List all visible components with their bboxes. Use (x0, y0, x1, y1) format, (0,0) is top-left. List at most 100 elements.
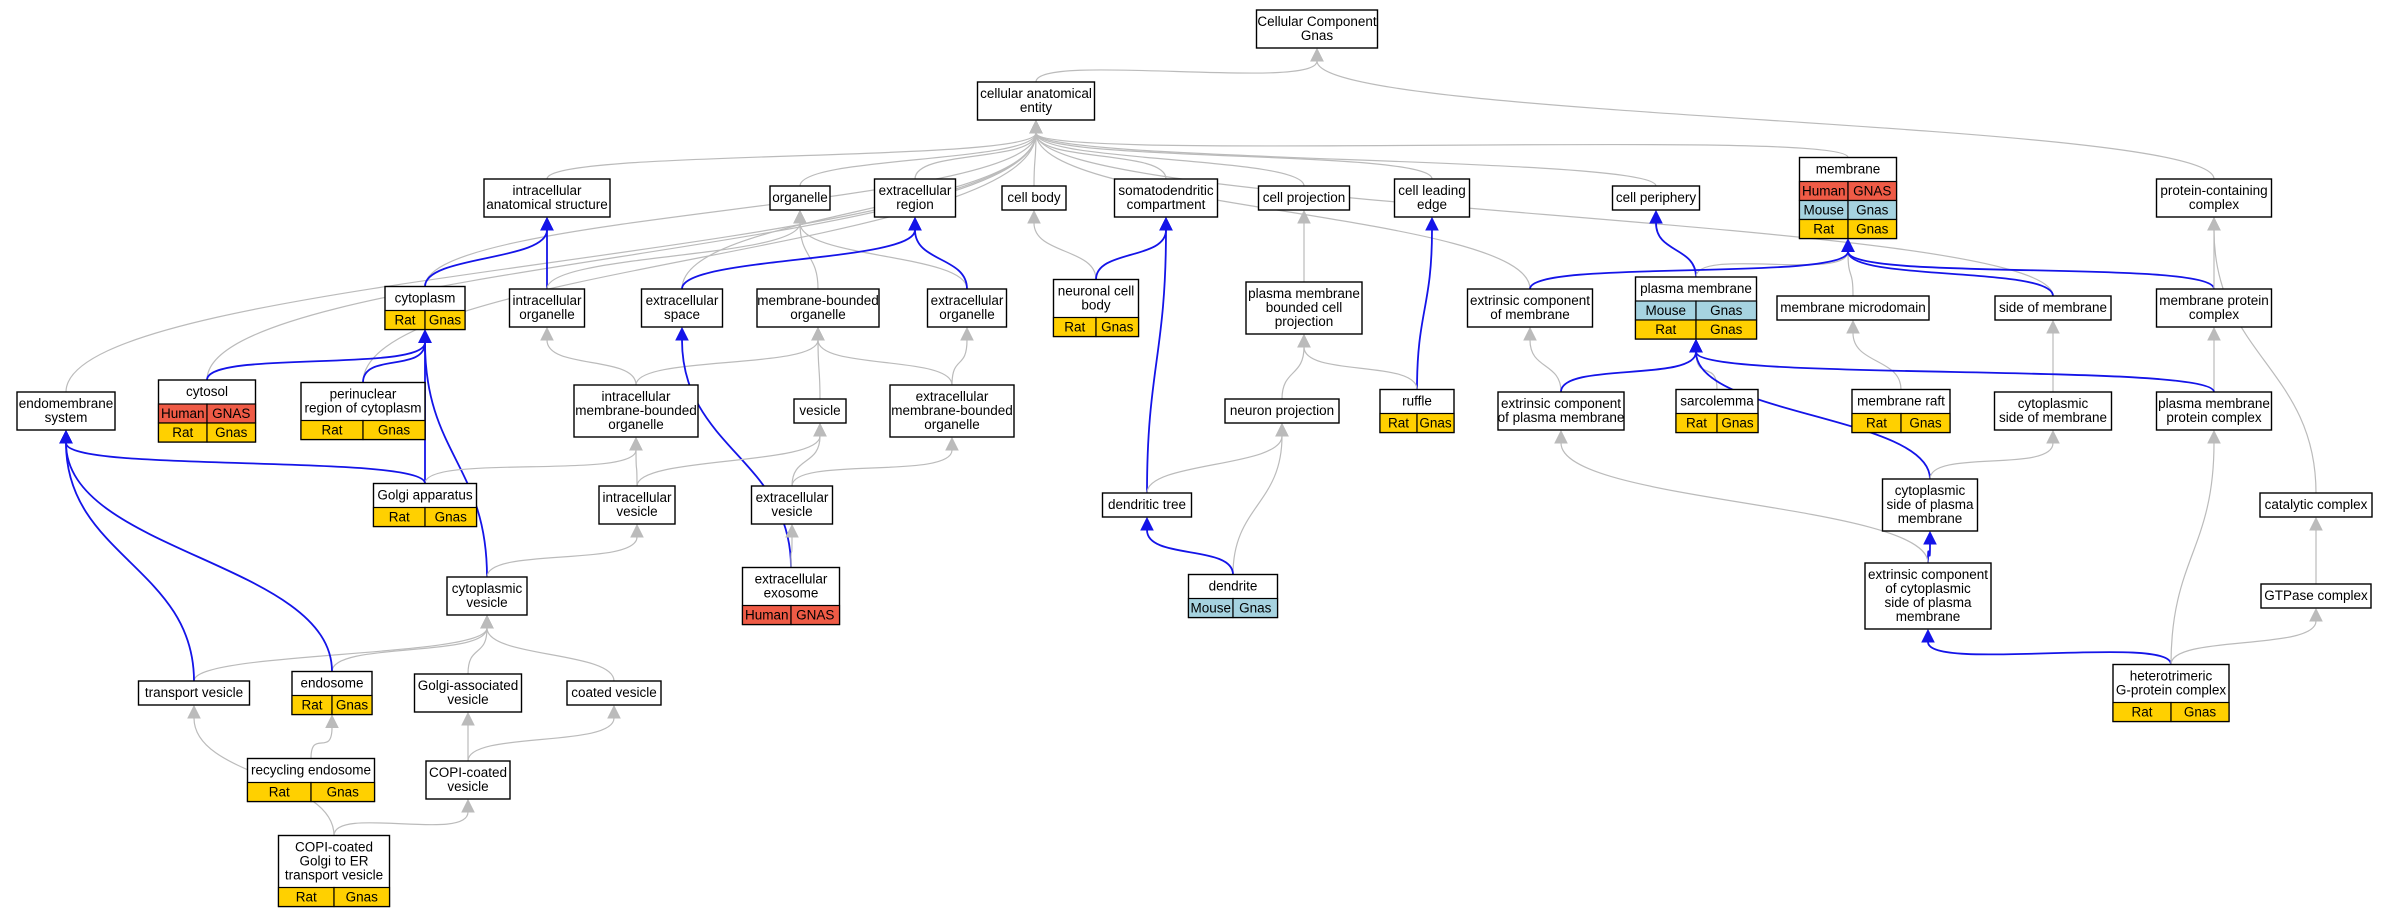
edge-cytosidepm-to-plasmamem (1695, 351, 1931, 480)
edge-exorg-to-organelle (799, 222, 968, 290)
node-catalytic[interactable]: catalytic complex (2259, 492, 2373, 518)
node-label: compartment (1127, 197, 1206, 212)
node-label: extrinsic component (1868, 567, 1988, 582)
node-box (1255, 9, 1379, 49)
edge-arrowhead (2207, 216, 2221, 231)
node-box (1466, 288, 1594, 328)
node-box (1497, 391, 1625, 431)
node-organelle[interactable]: organelle (769, 185, 831, 211)
edge-copicoated-to-coatedves (467, 717, 615, 762)
edge-cellbody-to-cae (1033, 132, 1037, 187)
gene-label: Gnas (215, 425, 248, 440)
node-box (1257, 185, 1351, 211)
gene-cell (424, 506, 478, 528)
edge-neuronbody-to-somato (1095, 229, 1167, 280)
edge-plasmamem-to-periphery (1655, 222, 1697, 278)
edge-catalytic-to-protcomplex (2213, 229, 2317, 494)
node-gtpase[interactable]: GTPase complex (2260, 583, 2372, 609)
edge-dendrite-to-neuronproj (1232, 435, 1283, 575)
node-cellproj[interactable]: cell projection (1257, 185, 1351, 211)
node-dendtree[interactable]: dendritic tree (1101, 492, 1193, 518)
node-neuronproj[interactable]: neuron projection (1224, 398, 1340, 424)
node-label: anatomical structure (486, 197, 608, 212)
node-label: region (896, 197, 934, 212)
species-label: Rat (394, 313, 415, 328)
edge-dendtree-to-somato (1146, 229, 1167, 494)
edge-memprotcomplex-to-membrane (1847, 251, 2215, 290)
node-coatedves[interactable]: coated vesicle (566, 680, 662, 706)
edge-ias-to-cae (546, 132, 1037, 180)
node-label: organelle (790, 307, 846, 322)
node-cellbody[interactable]: cell body (1001, 185, 1067, 211)
node-label: extracellular (879, 183, 952, 198)
edge-exvesicle-to-exmbo (791, 449, 953, 487)
node-box (1611, 185, 1701, 211)
node-vesicle[interactable]: vesicle (793, 398, 847, 424)
node-label: cell projection (1263, 190, 1346, 205)
edge-mbo-to-organelle (799, 222, 819, 290)
edge-transportves-to-endomem (65, 442, 195, 682)
node-transportves[interactable]: transport vesicle (137, 680, 251, 706)
node-box (598, 485, 676, 525)
edge-arrowhead (1921, 628, 1935, 643)
edge-dendrite-to-dendtree (1146, 529, 1234, 575)
node-periphery[interactable]: cell periphery (1611, 185, 1701, 211)
node-label: system (45, 410, 88, 425)
node-sideofmem[interactable]: side of membrane (1994, 295, 2112, 321)
edge-golgi-to-imbo (424, 449, 637, 484)
node-box (769, 185, 831, 211)
edge-intvesicle-to-vesicle (636, 435, 821, 487)
node-memmicro[interactable]: membrane microdomain (1776, 295, 1930, 321)
species-label: Rat (2131, 705, 2152, 720)
node-label: transport vesicle (285, 868, 383, 883)
node-box (16, 391, 116, 431)
edge-memraft-to-memmicro (1852, 332, 1902, 390)
edge-extcomppm-to-plasmamem (1560, 351, 1697, 393)
node-box (1245, 281, 1363, 335)
node-box (1101, 492, 1193, 518)
